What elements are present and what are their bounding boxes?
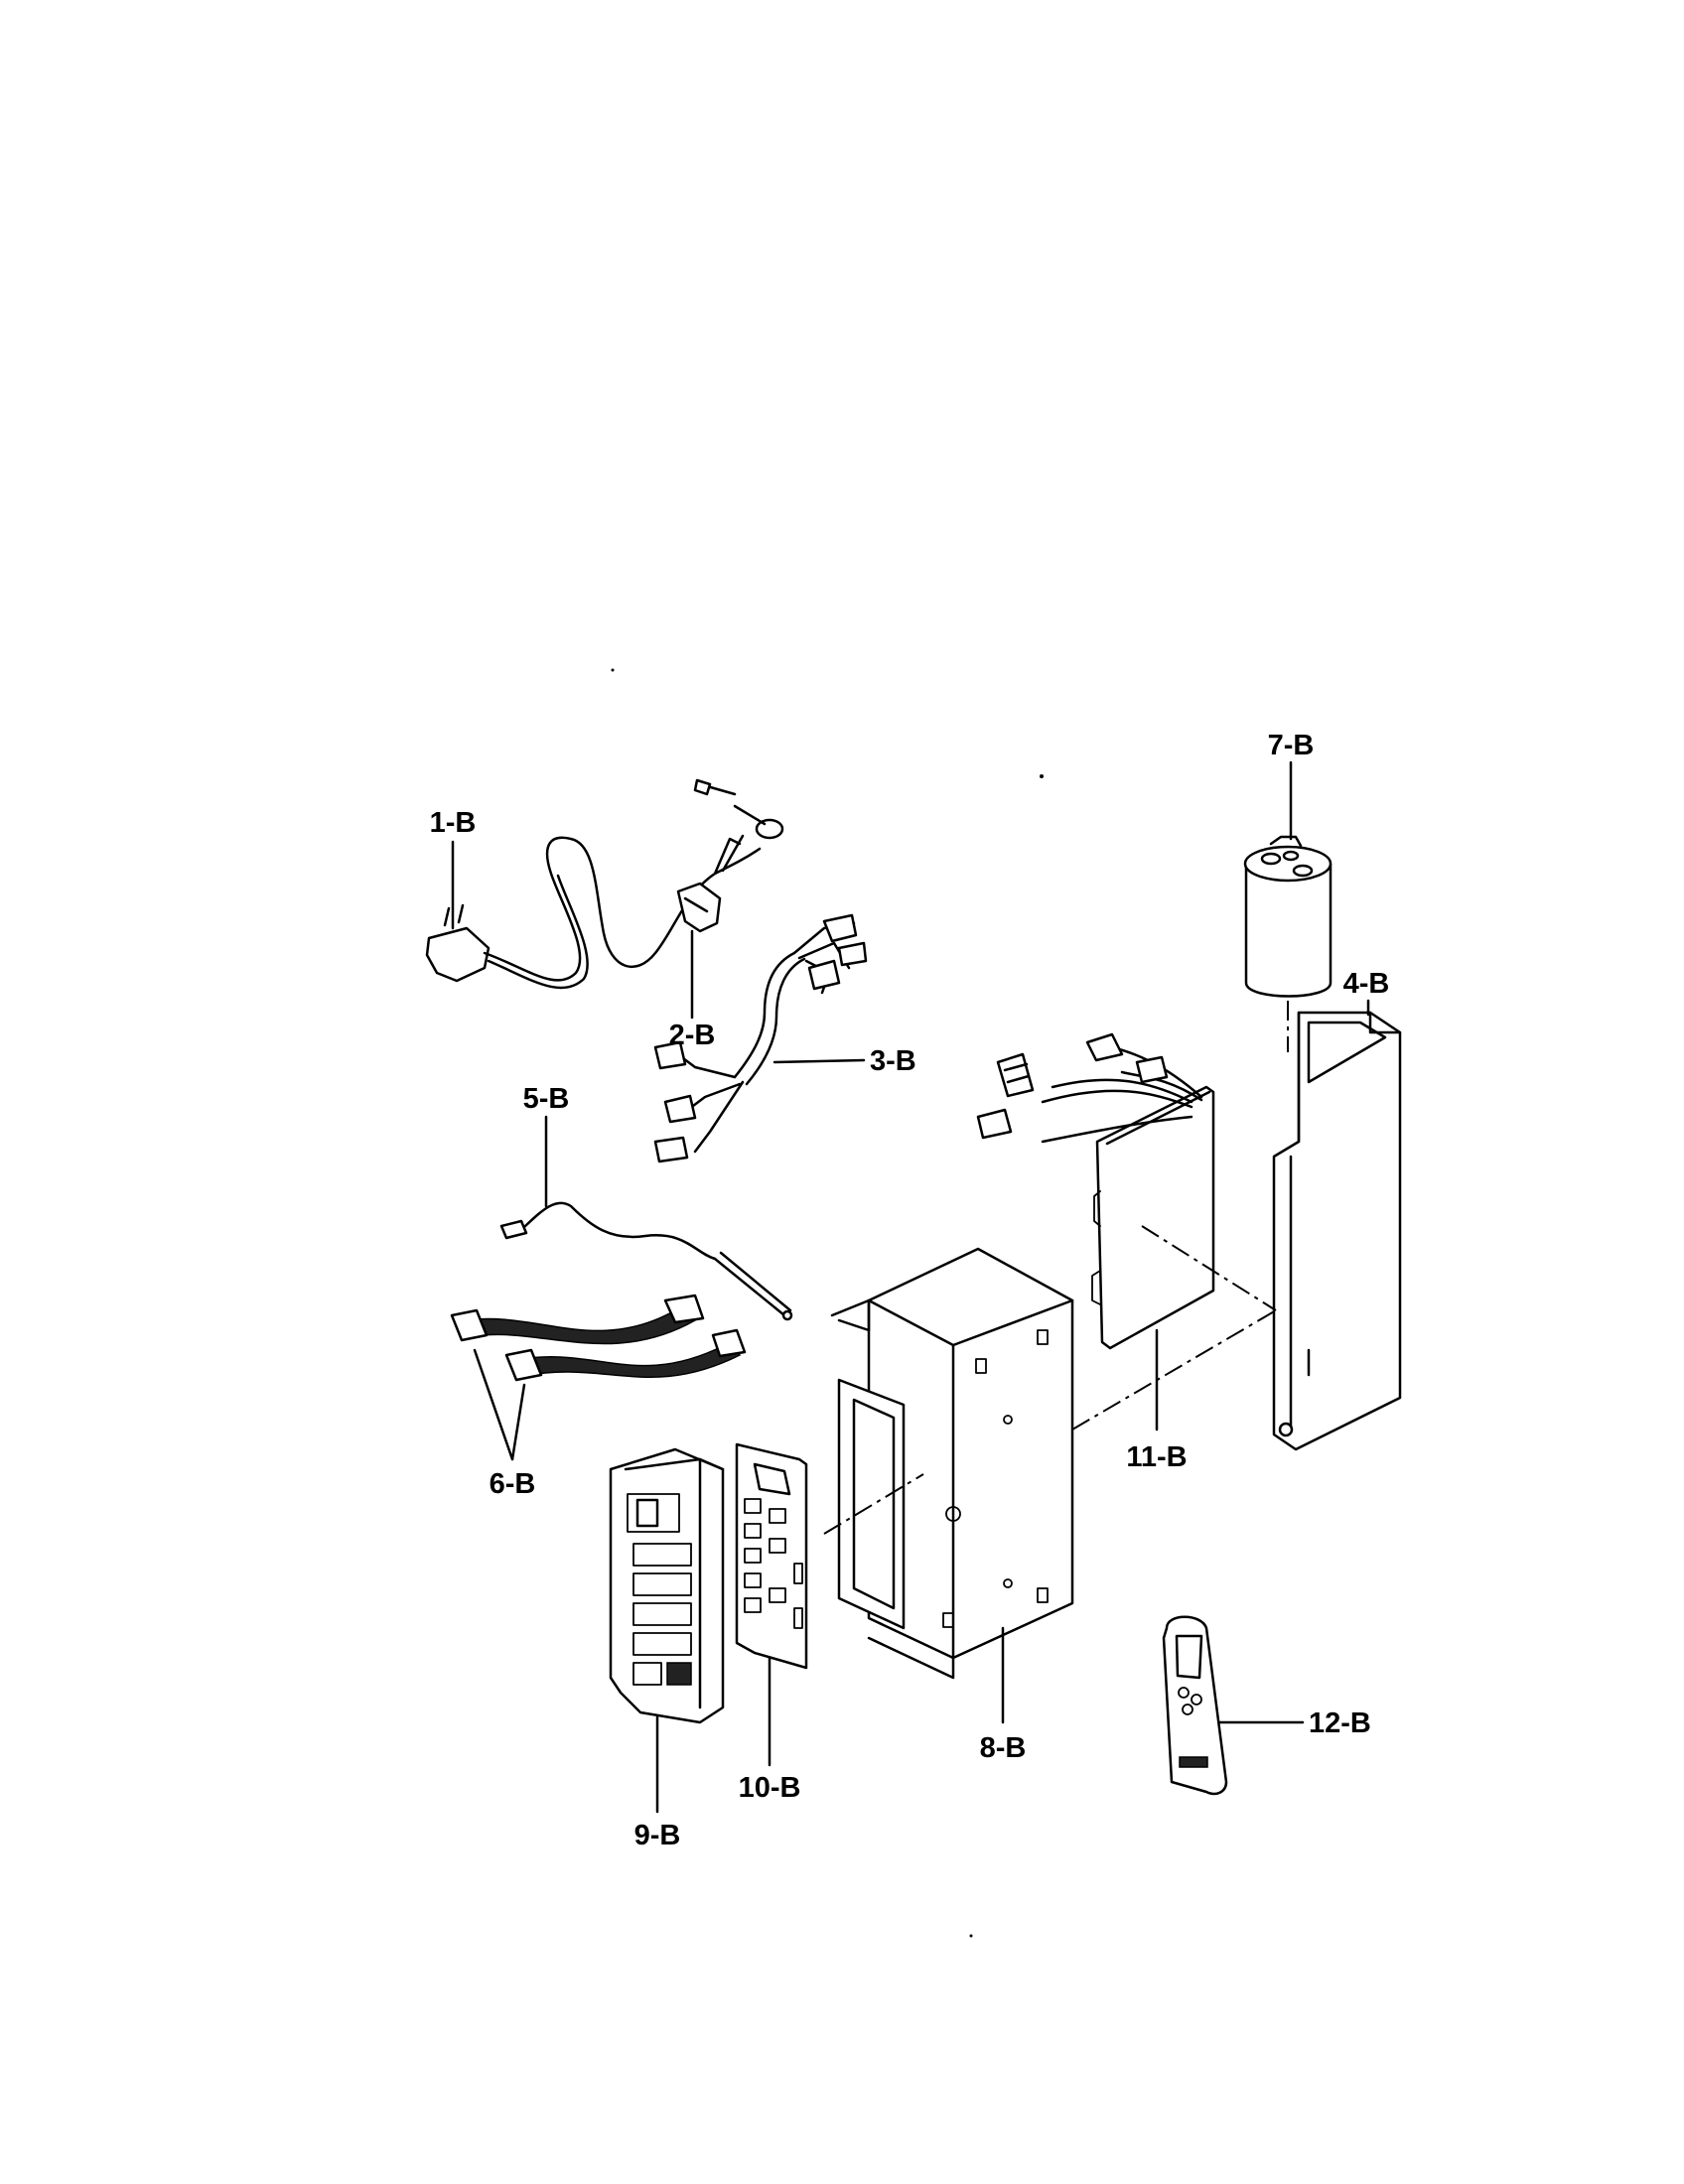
label-7b: 7-B: [1268, 730, 1315, 761]
label-6b: 6-B: [490, 1468, 536, 1500]
speck: [1040, 774, 1044, 778]
capacitor-drawing: [1243, 835, 1333, 998]
label-10b: 10-B: [739, 1772, 801, 1804]
sensor-drawing: [499, 1201, 793, 1321]
label-11b: 11-B: [1126, 1441, 1187, 1473]
wire-harness-drawing: [653, 913, 868, 1163]
box-to-bracket-axis: [1071, 1309, 1277, 1431]
bracket-drawing: [1272, 1011, 1402, 1451]
label-4b: 4-B: [1343, 968, 1390, 1000]
power-cord-drawing: [425, 778, 784, 990]
label-1b: 1-B: [430, 807, 477, 839]
display-pcb-drawing: [735, 1442, 808, 1670]
leader-6b-b: [510, 1383, 526, 1461]
main-pcb-drawing: [976, 1032, 1215, 1350]
pcb-axis: [1141, 1225, 1277, 1311]
label-3b: 3-B: [870, 1045, 916, 1077]
label-8b: 8-B: [980, 1732, 1027, 1764]
label-12b: 12-B: [1309, 1707, 1371, 1739]
control-panel-cover-drawing: [609, 1447, 725, 1724]
label-2b: 2-B: [669, 1020, 716, 1051]
speck: [969, 1934, 973, 1938]
ribbon-cables-drawing: [450, 1294, 747, 1382]
pcb-to-box-axis: [823, 1473, 924, 1535]
label-5b: 5-B: [523, 1083, 570, 1115]
cord-clamp-drawing: [676, 882, 722, 933]
speck: [611, 668, 615, 672]
remote-control-drawing: [1162, 1615, 1228, 1796]
label-9b: 9-B: [634, 1820, 681, 1851]
leader-3b: [772, 1058, 866, 1064]
control-box-drawing: [830, 1247, 1074, 1680]
leader-6b-a: [473, 1348, 514, 1461]
